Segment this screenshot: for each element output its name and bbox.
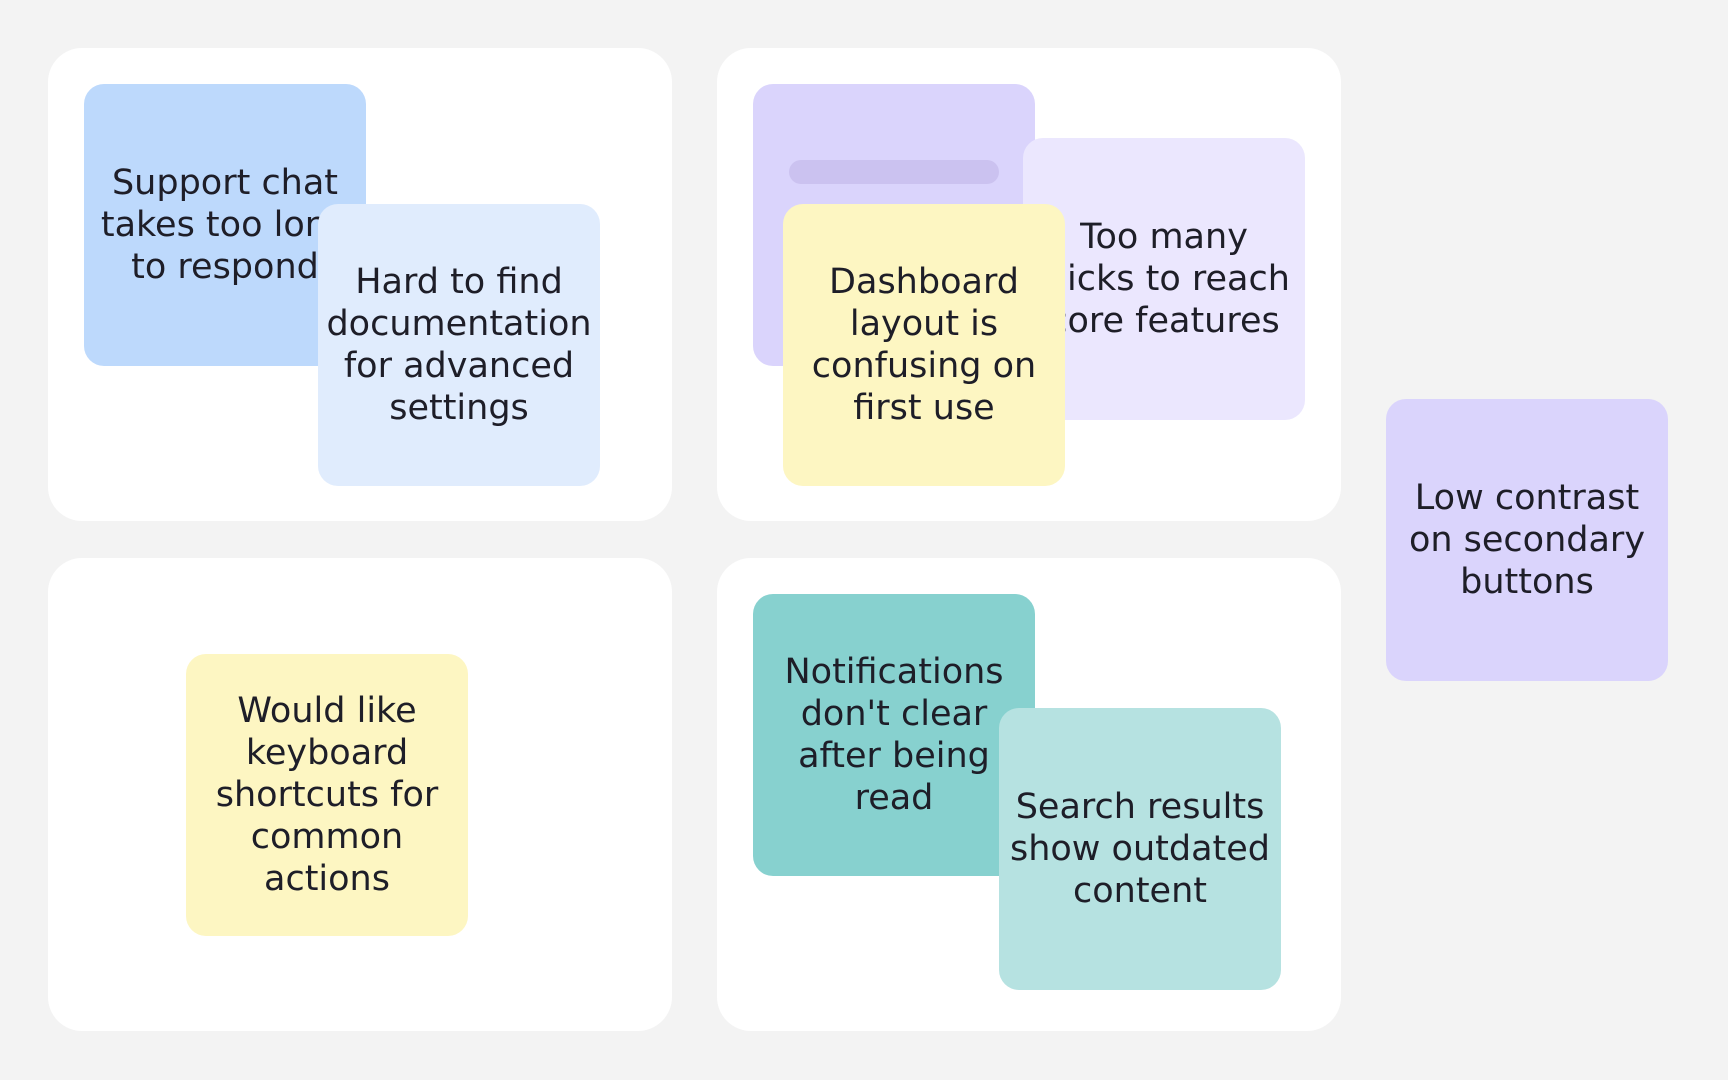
- sticky-note-text: Low contrast on secondary buttons: [1408, 478, 1646, 602]
- sticky-note-text: Search results show outdated content: [1009, 787, 1271, 911]
- sticky-note-text: Notifications don't clear after being re…: [784, 652, 1004, 818]
- text-placeholder-bar: [789, 160, 999, 184]
- cluster-top-left[interactable]: Support chat takes too long to respond H…: [48, 48, 672, 521]
- sticky-note-documentation[interactable]: Hard to find documentation for advanced …: [318, 204, 600, 486]
- sticky-note-text: Hard to find documentation for advanced …: [326, 262, 592, 428]
- cluster-bottom-right[interactable]: Notifications don't clear after being re…: [717, 558, 1341, 1031]
- sticky-note-text: Would like keyboard shortcuts for common…: [215, 691, 439, 899]
- cluster-bottom-left[interactable]: Would like keyboard shortcuts for common…: [48, 558, 672, 1031]
- sticky-note-search-results[interactable]: Search results show outdated content: [999, 708, 1281, 990]
- sticky-note-text: Too many clicks to reach core features: [1038, 217, 1290, 341]
- sticky-note-low-contrast[interactable]: Low contrast on secondary buttons: [1386, 399, 1668, 681]
- sticky-note-dashboard-layout[interactable]: Dashboard layout is confusing on first u…: [783, 204, 1065, 486]
- sticky-note-too-many-clicks[interactable]: Too many clicks to reach core features: [1023, 138, 1305, 420]
- sticky-note-text: Dashboard layout is confusing on first u…: [811, 262, 1037, 428]
- cluster-top-right[interactable]: Too many clicks to reach core features D…: [717, 48, 1341, 521]
- sticky-note-notifications[interactable]: Notifications don't clear after being re…: [753, 594, 1035, 876]
- sticky-note-keyboard-shortcuts[interactable]: Would like keyboard shortcuts for common…: [186, 654, 468, 936]
- sticky-note-text: Support chat takes too long to respond: [100, 163, 350, 287]
